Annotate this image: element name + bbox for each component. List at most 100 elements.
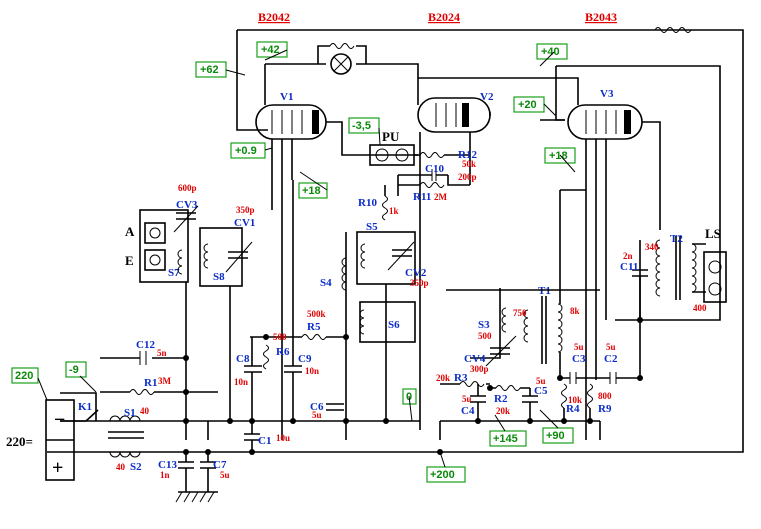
tube-v1: V1 <box>255 91 327 140</box>
svg-text:600p: 600p <box>178 183 197 193</box>
svg-text:5u: 5u <box>220 470 230 480</box>
lamp-wire <box>265 63 419 78</box>
voltage-label-plus18-left: +18 <box>298 182 328 199</box>
svg-text:40: 40 <box>116 462 126 472</box>
svg-text:R1: R1 <box>144 377 157 389</box>
speaker-socket[interactable] <box>703 251 727 303</box>
svg-text:750: 750 <box>513 308 527 318</box>
voltage-label-plus20: +20 <box>513 96 545 113</box>
r12-label: R12 <box>458 149 477 161</box>
svg-text:5u: 5u <box>462 394 472 404</box>
voltage-label-plus200: +200 <box>426 466 466 483</box>
svg-text:C5: C5 <box>534 385 548 397</box>
header-b2042: B2042 <box>258 10 290 24</box>
s2-coil <box>109 451 141 458</box>
svg-text:20k: 20k <box>436 373 450 383</box>
svg-text:+20: +20 <box>518 99 537 111</box>
c1-capacitor <box>244 421 260 452</box>
voltage-label-plus0-9: +0.9 <box>230 142 266 159</box>
svg-text:5u: 5u <box>312 410 322 420</box>
voltage-label-plus145: +145 <box>489 430 527 447</box>
svg-text:500: 500 <box>478 331 492 341</box>
svg-text:S3: S3 <box>478 319 490 331</box>
svg-text:CV2: CV2 <box>405 267 427 279</box>
t1-secondary <box>557 303 563 353</box>
svg-text:S2: S2 <box>130 461 142 473</box>
svg-text:R11: R11 <box>413 191 431 203</box>
svg-text:S4: S4 <box>320 277 332 289</box>
r11-resistor <box>419 182 445 188</box>
earth-label: E <box>125 253 134 268</box>
mains-label: 220= <box>6 434 33 449</box>
svg-text:C2: C2 <box>604 353 618 365</box>
svg-text:S6: S6 <box>388 319 400 331</box>
voltage-label-plus90: +90 <box>542 427 574 444</box>
svg-text:3M: 3M <box>158 376 172 386</box>
svg-text:C1: C1 <box>258 435 271 447</box>
junction-dots <box>183 317 643 455</box>
svg-text:400: 400 <box>693 303 707 313</box>
tube-v2: V2 <box>417 91 494 133</box>
svg-text:C12: C12 <box>136 339 155 351</box>
svg-text:C7: C7 <box>213 459 227 471</box>
c13-capacitor <box>178 452 194 492</box>
c6-capacitor <box>326 403 344 411</box>
cv3-capacitor <box>176 212 196 220</box>
c4-capacitor <box>470 384 486 421</box>
svg-text:+200: +200 <box>430 469 455 481</box>
s7-coil <box>177 249 183 275</box>
svg-text:2M: 2M <box>434 192 448 202</box>
svg-text:S7: S7 <box>168 267 180 279</box>
svg-text:R6: R6 <box>276 346 290 358</box>
svg-text:10n: 10n <box>234 377 248 387</box>
svg-text:CV4: CV4 <box>464 353 486 365</box>
svg-text:10k: 10k <box>568 395 582 405</box>
earth-socket[interactable] <box>144 249 166 271</box>
c11-capacitor <box>632 269 648 320</box>
r8-resistor <box>329 43 355 49</box>
voltage-label-plus42: +42 <box>256 41 288 58</box>
l1-lamp-icon <box>330 53 352 75</box>
svg-text:C9: C9 <box>298 353 312 365</box>
svg-text:S8: S8 <box>213 271 225 283</box>
t1-core <box>541 296 547 364</box>
callout-leaders <box>37 49 576 468</box>
svg-text:800: 800 <box>598 391 612 401</box>
svg-text:-9: -9 <box>69 364 79 376</box>
svg-text:−: − <box>54 409 65 431</box>
plus200-bus <box>47 29 744 453</box>
svg-text:-3,5: -3,5 <box>352 120 371 132</box>
header-b2043: B2043 <box>585 10 617 24</box>
svg-text:C6: C6 <box>310 401 324 413</box>
svg-text:C4: C4 <box>461 405 475 417</box>
c12-capacitor <box>139 351 147 365</box>
anode-bus <box>556 65 721 321</box>
svg-text:+40: +40 <box>541 46 560 58</box>
svg-text:+145: +145 <box>493 433 518 445</box>
svg-text:S1: S1 <box>124 407 136 419</box>
svg-text:10u: 10u <box>276 433 290 443</box>
header-b2024: B2024 <box>428 10 460 24</box>
v2-label: V2 <box>480 91 494 103</box>
k1-switch[interactable] <box>60 409 99 422</box>
svg-text:C13: C13 <box>158 459 177 471</box>
s3-coil <box>501 307 507 333</box>
c7-capacitor <box>200 452 216 492</box>
svg-text:S5: S5 <box>366 221 378 233</box>
svg-text:1k: 1k <box>389 206 399 216</box>
r12-resistor <box>419 152 445 158</box>
voltage-label-minus3-5: -3,5 <box>348 117 380 134</box>
svg-text:500k: 500k <box>307 309 326 319</box>
svg-text:5u: 5u <box>606 342 616 352</box>
s5-coil <box>360 243 366 269</box>
antenna-label: A <box>125 224 135 239</box>
cv4-capacitor <box>490 347 510 355</box>
antenna-socket[interactable] <box>144 222 166 244</box>
c2-capacitor <box>609 372 617 384</box>
svg-text:350p: 350p <box>410 278 429 288</box>
r5-resistor <box>301 334 327 340</box>
s8-coil <box>203 243 209 269</box>
cv2-capacitor <box>392 249 412 257</box>
voltage-label-plus40: +40 <box>536 43 568 60</box>
